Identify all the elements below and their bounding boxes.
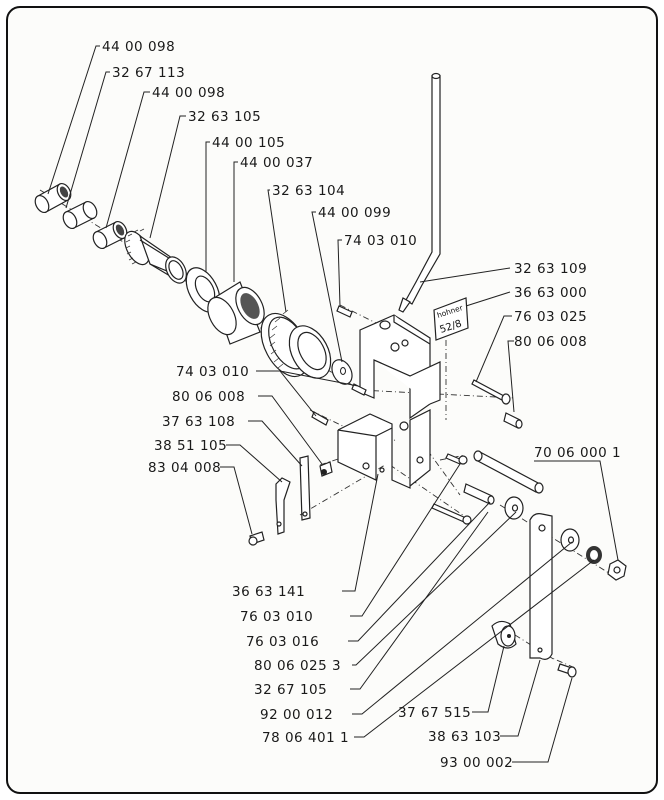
label-32-63-104: 32 63 104 (272, 183, 345, 199)
label-92-00-012: 92 00 012 (260, 707, 333, 723)
label-80-06-008-b: 80 06 008 (172, 389, 245, 405)
label-80-06-025-3: 80 06 025 3 (254, 658, 341, 674)
sprocket-wheel (260, 309, 332, 379)
label-32-67-113: 32 67 113 (112, 65, 185, 81)
label-44-00-098-b: 44 00 098 (152, 85, 225, 101)
label-37-67-515: 37 67 515 (398, 705, 471, 721)
set-screw-right (503, 412, 523, 429)
lock-nut (607, 559, 627, 581)
label-32-63-109: 32 63 109 (514, 261, 587, 277)
washer-2 (560, 528, 580, 552)
pin-mid (351, 383, 367, 396)
label-44-00-105: 44 00 105 (212, 135, 285, 151)
bushing-1 (34, 182, 72, 214)
label-37-63-108: 37 63 108 (162, 414, 235, 430)
part-labels: 44 00 098 32 67 113 44 00 098 32 63 105 … (102, 39, 621, 771)
label-80-06-008-a: 80 06 008 (514, 334, 587, 350)
washer-small (331, 359, 353, 385)
label-36-63-141: 36 63 141 (232, 584, 305, 600)
screw-bottom-c (557, 663, 577, 678)
nameplate: hohner 52/8 (433, 297, 469, 341)
angled-bracket (275, 477, 291, 535)
label-76-03-010: 76 03 010 (240, 609, 313, 625)
label-70-06-000-1: 70 06 000 1 (534, 445, 621, 461)
lever-rod (398, 72, 441, 313)
screw-right (471, 379, 511, 405)
sleeve-1 (62, 200, 98, 230)
cap-screw-left (248, 531, 265, 546)
washer-1 (504, 496, 524, 520)
label-74-03-010-b: 74 03 010 (176, 364, 249, 380)
gear-shaft (124, 228, 187, 284)
leader-lines (47, 45, 619, 763)
label-76-03-016: 76 03 016 (246, 634, 319, 650)
label-32-63-105: 32 63 105 (188, 109, 261, 125)
label-74-03-010-a: 74 03 010 (344, 233, 417, 249)
label-83-04-008: 83 04 008 (148, 460, 221, 476)
needle-bushing (207, 281, 265, 345)
label-38-51-105: 38 51 105 (154, 438, 227, 454)
label-38-63-103: 38 63 103 (428, 729, 501, 745)
label-44-00-099: 44 00 099 (318, 205, 391, 221)
plate-bracket (299, 455, 311, 521)
screw-bottom-b (431, 503, 472, 525)
lock-washer (586, 546, 602, 564)
label-44-00-037: 44 00 037 (240, 155, 313, 171)
roller-spacer (491, 620, 517, 649)
label-36-63-000: 36 63 000 (514, 285, 587, 301)
label-93-00-002: 93 00 002 (440, 755, 513, 771)
label-76-03-025: 76 03 025 (514, 309, 587, 325)
label-78-06-401-1: 78 06 401 1 (262, 730, 349, 746)
washer-large (185, 267, 221, 313)
housing-block (337, 314, 441, 489)
dowel-pin (463, 483, 495, 505)
screw-bottom-a (445, 453, 468, 465)
pivot-pin (473, 450, 544, 494)
label-32-67-105: 32 67 105 (254, 682, 327, 698)
set-screw-left (319, 461, 333, 477)
pin-top (336, 305, 353, 318)
label-44-00-098-a: 44 00 098 (102, 39, 175, 55)
diagram-frame (6, 6, 658, 794)
link-bar (529, 513, 553, 660)
bushing-2 (92, 220, 128, 250)
